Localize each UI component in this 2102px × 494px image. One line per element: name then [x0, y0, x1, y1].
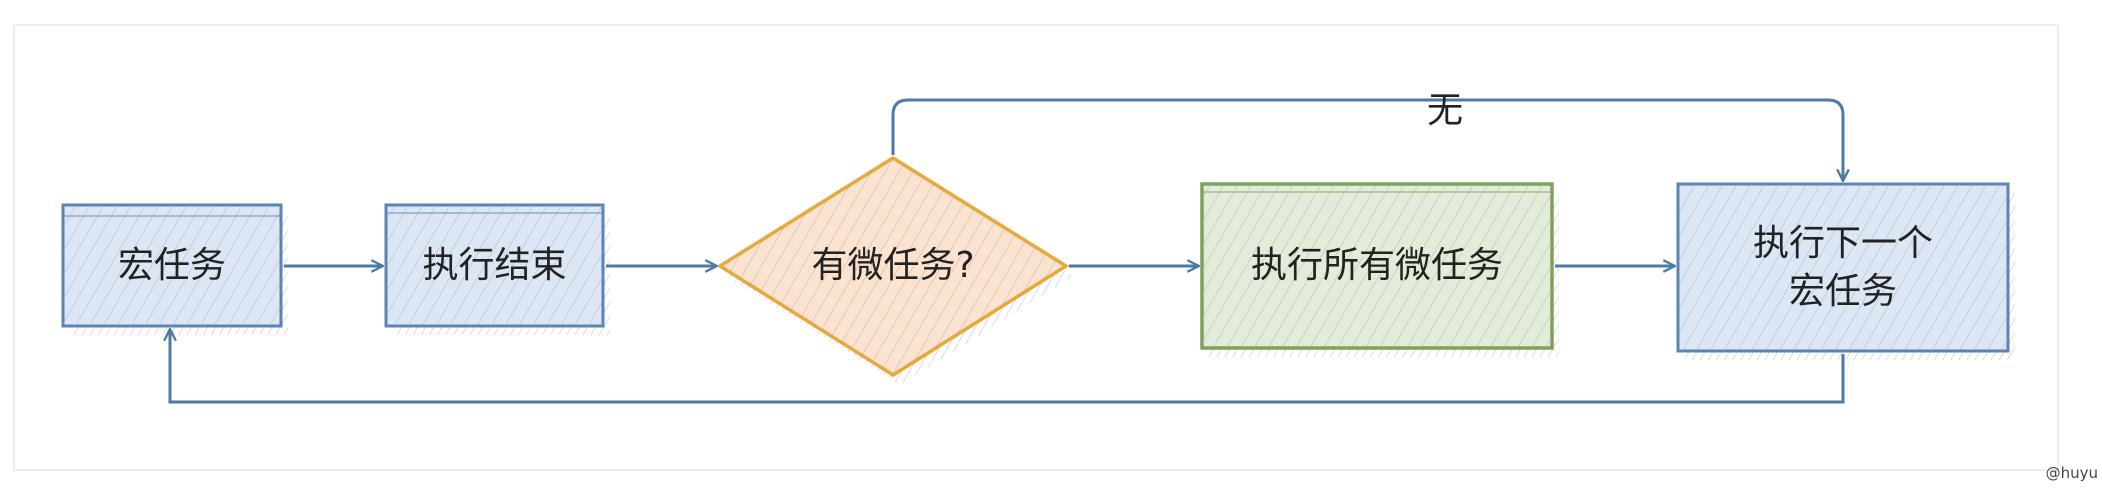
edge-back-to-macro — [170, 329, 1845, 404]
node-run-all-micro-label: 执行所有微任务 — [1250, 245, 1503, 286]
node-execution-end-label: 执行结束 — [422, 244, 567, 286]
node-next-macro-line2: 宏任务 — [1788, 270, 1897, 312]
node-macro-task-label: 宏任务 — [117, 244, 226, 286]
watermark: @huyu — [2045, 464, 2098, 482]
diagram-frame — [13, 24, 2059, 471]
edge-no-micro-loop — [891, 98, 1843, 181]
edge-no-label: 无 — [1426, 90, 1463, 131]
node-next-macro-label: 执行下一个 宏任务 — [1678, 184, 2008, 351]
node-next-macro-line1: 执行下一个 — [1752, 222, 1933, 264]
edges — [170, 98, 1845, 404]
node-next-macro — [1676, 182, 2010, 353]
node-run-all-micro — [1200, 182, 1554, 350]
node-has-micro-task — [716, 155, 1070, 378]
node-has-micro-task-label: 有微任务? — [811, 245, 975, 286]
node-macro-task — [61, 203, 283, 328]
node-execution-end — [384, 203, 605, 328]
